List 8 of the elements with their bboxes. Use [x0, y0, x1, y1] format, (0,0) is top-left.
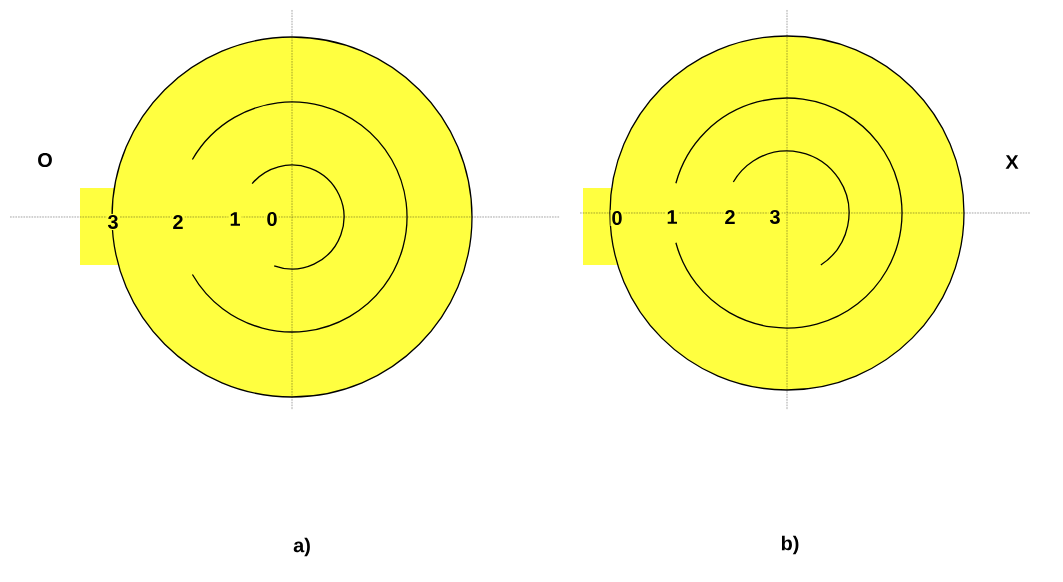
axis-label: X [1005, 155, 1019, 169]
panel-label: a) [293, 537, 310, 557]
axis-label: O [38, 152, 52, 168]
ring-number: 1 [665, 209, 679, 225]
ring-number: 2 [171, 214, 185, 230]
ring-number: 1 [228, 211, 242, 227]
ring-number: 2 [723, 209, 737, 225]
panel-label: b) [781, 535, 799, 555]
